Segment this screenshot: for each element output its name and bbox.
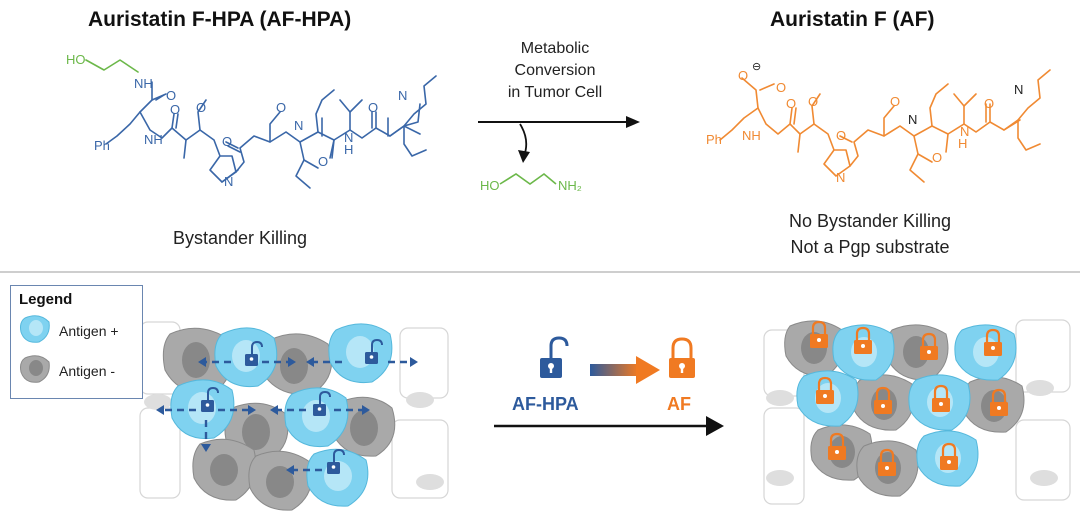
- locked-padlock-icon: [828, 432, 846, 460]
- unlocked-padlock-icon: [365, 338, 383, 364]
- unlocked-padlocks-left: [201, 338, 383, 474]
- af-hpa-backbone: [105, 75, 437, 189]
- legend-title: Legend: [19, 291, 73, 308]
- locked-padlock-icon: [816, 376, 834, 404]
- center-mechanism: [494, 336, 724, 436]
- unlocked-padlock-icon: [327, 448, 345, 474]
- byproduct-structure: [499, 172, 557, 185]
- atom-label-h: H: [958, 136, 968, 151]
- locked-padlock-icon: [669, 337, 695, 378]
- negative-charge-icon: ⊖: [752, 61, 762, 73]
- reaction-line-1: Metabolic: [520, 40, 590, 57]
- atom-label-ho: HO: [66, 52, 86, 67]
- diffusion-arrowheads-left: [156, 357, 418, 475]
- right-caption-line-2: Not a Pgp substrate: [790, 237, 950, 257]
- atom-label-n: N: [1014, 82, 1024, 97]
- atom-label-o: O: [984, 96, 995, 111]
- reaction-condition: Metabolic Conversion in Tumor Cell: [470, 38, 640, 104]
- af-label: AF: [667, 394, 691, 414]
- antigen-neg-cell: [162, 327, 234, 394]
- locked-padlock-icon: [940, 442, 958, 470]
- hpa-chain: [85, 59, 139, 73]
- antigen-pos-cell: [284, 387, 349, 448]
- locked-padlock-icon: [874, 386, 892, 414]
- legend-box: Legend Antigen + Antigen -: [10, 285, 143, 399]
- atom-label-n: N: [398, 88, 408, 103]
- atom-label-h: H: [344, 142, 354, 157]
- atom-label-o: O: [836, 128, 847, 143]
- locked-padlock-icon: [984, 328, 1002, 356]
- af-structure: [719, 69, 1051, 183]
- atom-label-o: O: [276, 100, 287, 115]
- locked-padlock-icon: [920, 332, 938, 360]
- left-caption: Bystander Killing: [172, 228, 308, 248]
- locked-padlocks-right: [810, 320, 1008, 476]
- right-title: Auristatin F (AF): [770, 8, 935, 31]
- atom-label-n: N: [224, 174, 234, 189]
- locked-padlock-icon: [990, 388, 1008, 416]
- atom-label-o: O: [808, 94, 819, 109]
- reaction-line-3: in Tumor Cell: [507, 84, 603, 101]
- atom-label-o: O: [932, 150, 943, 165]
- tissue-nuclei-right: [766, 380, 1058, 486]
- reaction-arrow: [478, 116, 640, 163]
- cells-left: [162, 323, 396, 511]
- atom-label-o: O: [368, 100, 379, 115]
- left-title: Auristatin F-HPA (AF-HPA): [88, 8, 352, 31]
- af-hpa-label: AF-HPA: [512, 394, 579, 414]
- legend-swatches: [20, 315, 50, 383]
- locked-padlock-icon: [878, 448, 896, 476]
- unlocked-padlock-icon: [540, 336, 569, 378]
- atom-label-nh: NH: [144, 132, 163, 147]
- unlocked-padlock-icon: [245, 340, 263, 366]
- antigen-pos-cell: [306, 448, 369, 507]
- atom-label-o: O: [166, 88, 177, 103]
- atom-label-o: O: [776, 80, 787, 95]
- atom-label-n: N: [344, 130, 354, 145]
- locked-padlock-icon: [932, 384, 950, 412]
- antigen-neg-cell: [192, 438, 257, 501]
- atom-label-n: N: [294, 118, 304, 133]
- tissue-nuclei-left: [144, 392, 444, 490]
- byproduct-ho: HO: [480, 178, 500, 193]
- antigen-neg-cell: [260, 333, 332, 396]
- locked-padlock-icon: [854, 326, 872, 354]
- atom-label-n: N: [836, 170, 846, 185]
- unlocked-padlock-icon: [201, 386, 219, 412]
- byproduct-nh2: NH₂: [558, 178, 582, 193]
- atom-label-n: N: [908, 112, 918, 127]
- locked-padlock-icon: [810, 320, 828, 348]
- atom-label-o: O: [170, 102, 181, 117]
- right-caption-line-1: No Bystander Killing: [788, 211, 952, 231]
- atom-label-ph: Ph: [706, 132, 722, 147]
- atom-label-n: N: [960, 124, 970, 139]
- reaction-line-2: Conversion: [514, 62, 596, 79]
- atom-label-o: O: [738, 68, 749, 83]
- gradient-arrow-head: [636, 356, 660, 384]
- atom-label-ph: Ph: [94, 138, 110, 153]
- atom-label-o: O: [222, 134, 233, 149]
- atom-label-o: O: [196, 100, 207, 115]
- atom-label-o: O: [318, 154, 329, 169]
- right-caption: No Bystander Killing Not a Pgp substrate: [740, 208, 1000, 260]
- atom-label-o: O: [786, 96, 797, 111]
- antigen-neg-cell: [886, 324, 949, 381]
- gradient-arrow-shaft: [590, 364, 638, 376]
- antigen-pos-cell: [328, 323, 393, 384]
- atom-label-o: O: [890, 94, 901, 109]
- antigen-neg-cell: [248, 450, 313, 511]
- legend-antigen-neg: Antigen -: [59, 363, 116, 379]
- atom-label-nh: NH: [134, 76, 153, 91]
- atom-label-nh: NH: [742, 128, 761, 143]
- af-hpa-structure: [85, 59, 437, 189]
- unlocked-padlock-icon: [313, 390, 331, 416]
- legend-antigen-pos: Antigen +: [59, 323, 119, 339]
- main-arrow-head: [706, 416, 724, 436]
